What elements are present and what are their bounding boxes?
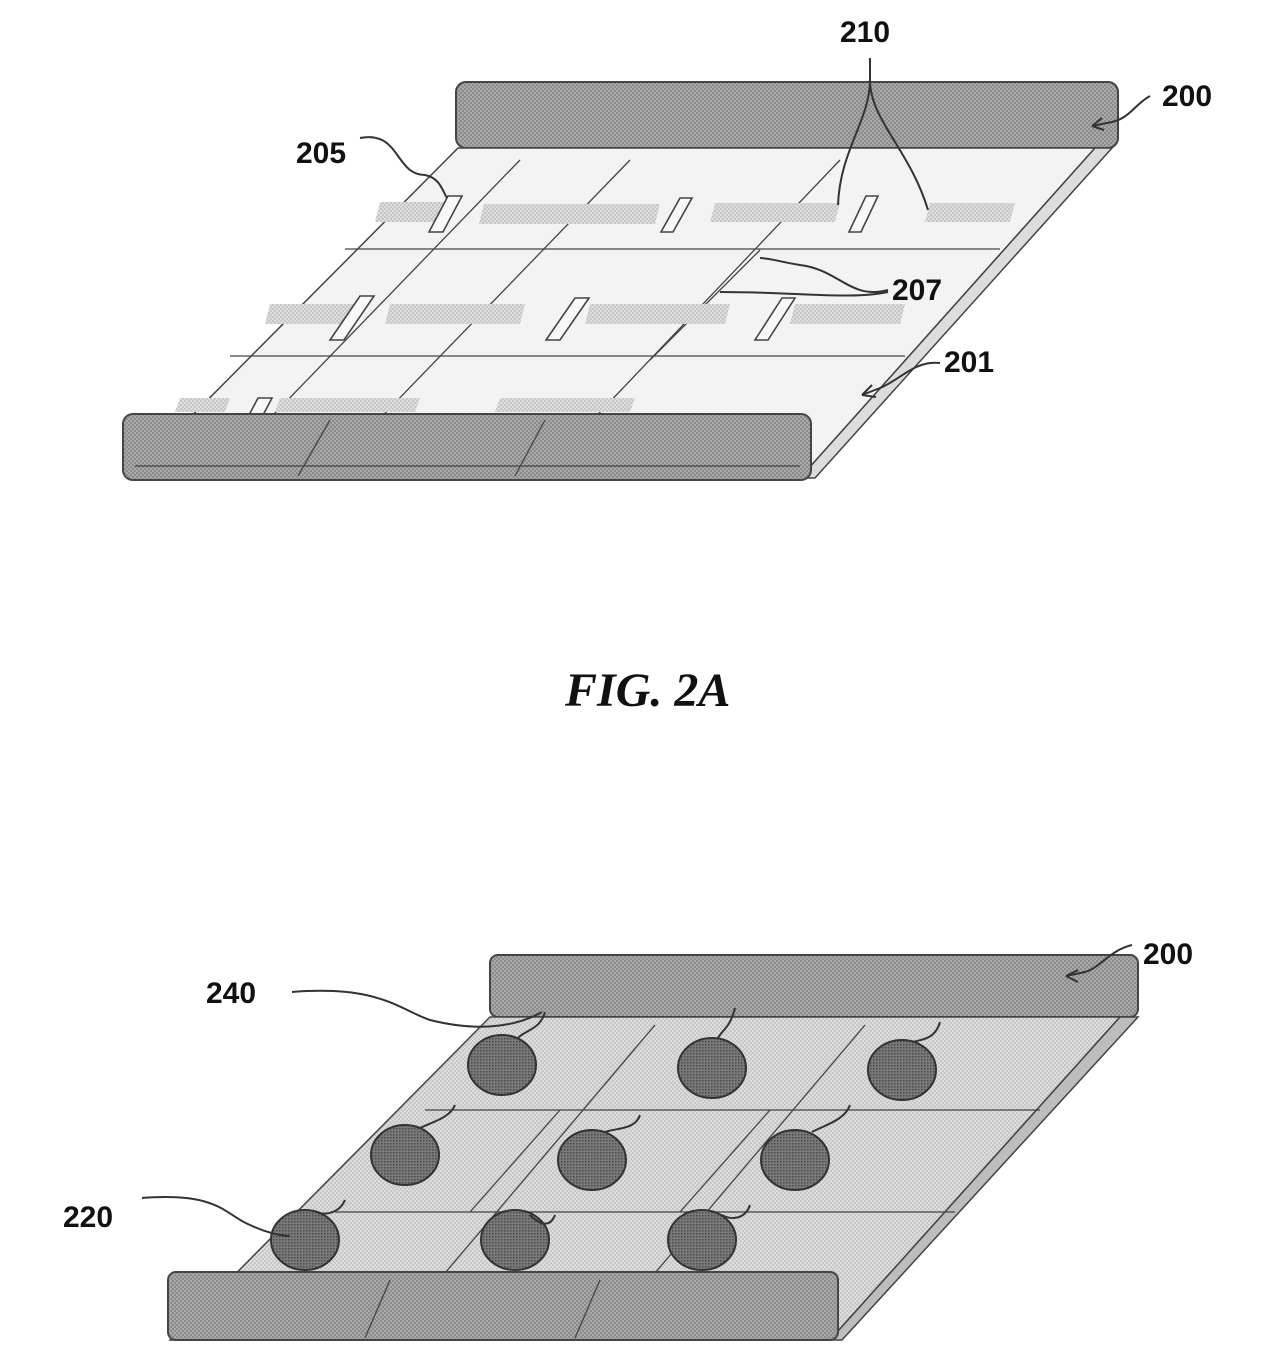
label-207: 207 xyxy=(892,274,942,307)
substrate-edge-b xyxy=(828,1016,1140,1341)
dot-8 xyxy=(480,1209,550,1271)
figure-2a: 200 205 210 207 201 FIG. 2A xyxy=(122,16,1212,717)
label-220: 220 xyxy=(63,1201,113,1234)
label-200-b: 200 xyxy=(1143,938,1193,971)
leader-240 xyxy=(291,989,543,1028)
frame-bar-bottom-a xyxy=(122,413,812,481)
frame-bar-top-b xyxy=(489,954,1139,1018)
dot-4 xyxy=(370,1124,440,1186)
leader-205 xyxy=(359,136,448,199)
dot-9 xyxy=(667,1209,737,1271)
label-205: 205 xyxy=(296,137,346,170)
figure-caption-2a: FIG. 2A xyxy=(564,664,730,717)
dot-7 xyxy=(270,1209,340,1271)
leader-200-a xyxy=(1091,95,1151,131)
substrate-edge-a xyxy=(798,147,1114,479)
leader-201 xyxy=(861,361,941,398)
label-201: 201 xyxy=(944,346,994,379)
dot-2 xyxy=(677,1037,747,1099)
label-200-a: 200 xyxy=(1162,80,1212,113)
figure-2b: 200 240 220 xyxy=(63,938,1193,1341)
dot-6 xyxy=(760,1129,830,1191)
dot-1 xyxy=(467,1034,537,1096)
leader-200-b xyxy=(1065,944,1133,983)
dot-3 xyxy=(867,1039,937,1101)
frame-bar-bottom-b xyxy=(167,1271,839,1341)
frame-bar-top-a xyxy=(455,81,1119,149)
leader-210 xyxy=(837,58,929,211)
dot-wires-b xyxy=(317,1007,941,1225)
dot-5 xyxy=(557,1129,627,1191)
dots-b xyxy=(270,1034,937,1271)
label-210: 210 xyxy=(840,16,890,49)
leader-220 xyxy=(141,1196,291,1237)
electrode-bars-a xyxy=(175,202,1015,412)
leader-207 xyxy=(719,257,889,297)
label-240: 240 xyxy=(206,977,256,1010)
